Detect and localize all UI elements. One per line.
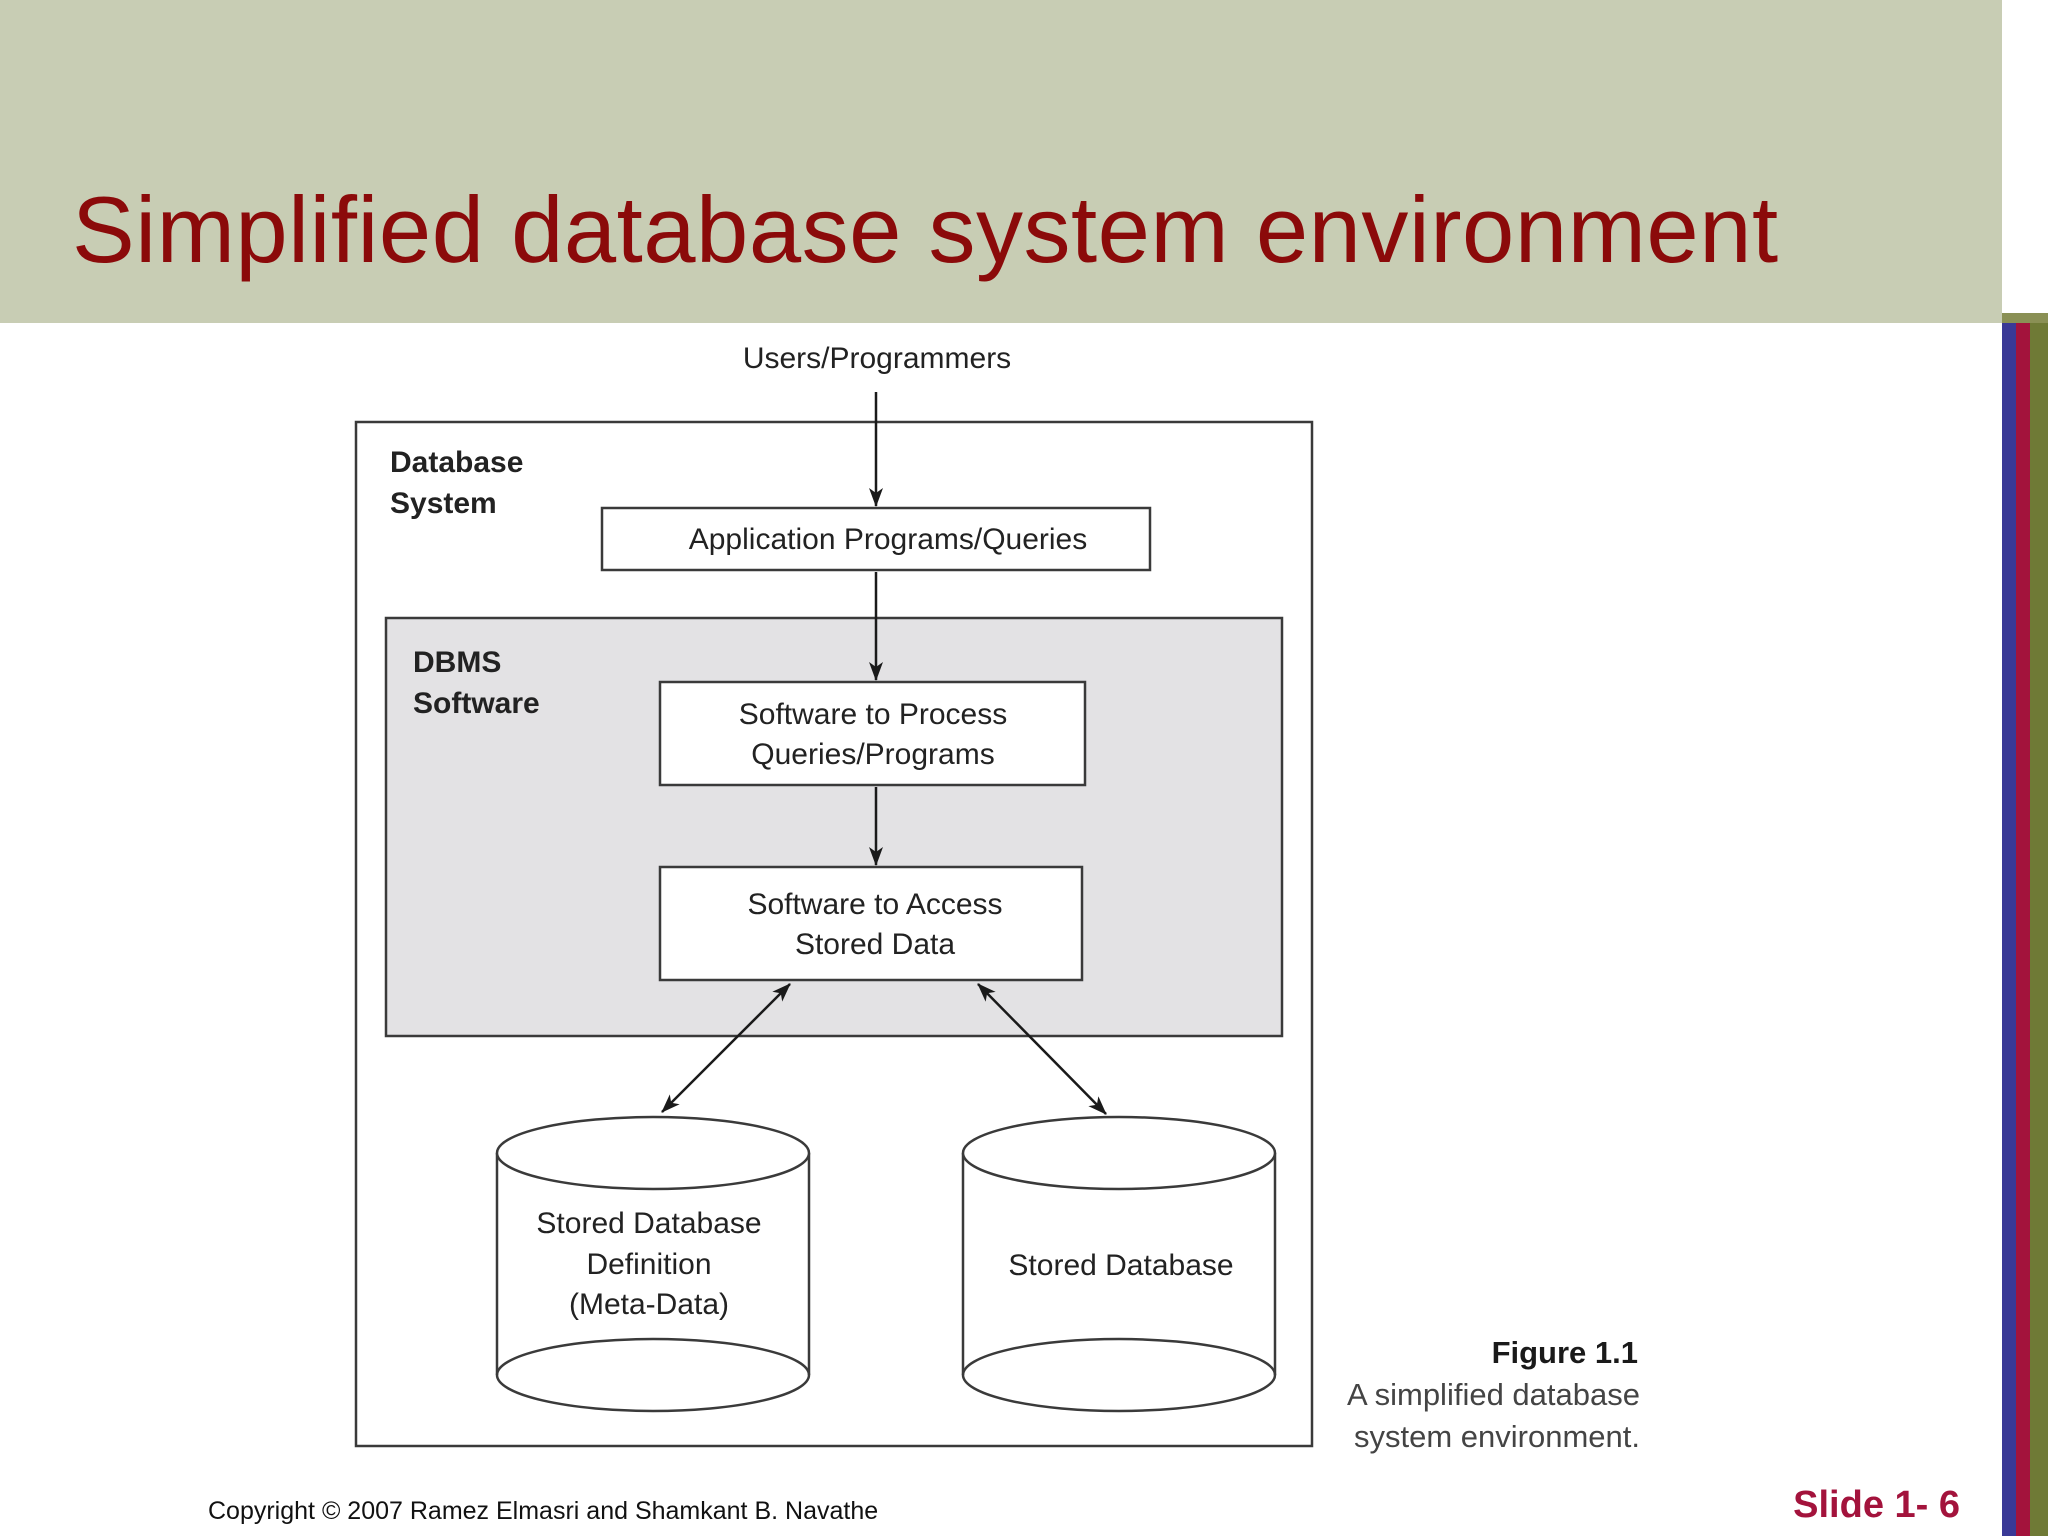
metadata-label-line3: (Meta-Data)	[569, 1288, 729, 1321]
database-system-label-line2: System	[390, 487, 497, 520]
stripe-blue	[2002, 323, 2016, 1536]
figure-caption-text: A simplified database system environment…	[1300, 1374, 1640, 1458]
process-queries-box	[658, 680, 1087, 787]
access-data-label-line1: Software to Access	[747, 888, 1002, 921]
arrow-access-metadata	[661, 983, 791, 1113]
stripe-olive	[2030, 323, 2048, 1536]
dbms-software-label-line1: DBMS	[413, 646, 501, 679]
application-programs-label: Application Programs/Queries	[689, 523, 1088, 556]
access-data-box	[658, 865, 1084, 982]
slide-number: Slide 1- 6	[1793, 1484, 1960, 1526]
application-programs-box	[600, 506, 1152, 572]
process-queries-label-line1: Software to Process	[739, 698, 1007, 731]
dbms-software-label-line2: Software	[413, 687, 540, 720]
users-programmers-label: Users/Programmers	[743, 342, 1011, 375]
access-data-label-line2: Stored Data	[795, 928, 955, 961]
metadata-cylinder	[495, 1115, 811, 1413]
figure-caption-line1: A simplified database	[1347, 1377, 1640, 1412]
stripe-red	[2016, 323, 2030, 1536]
slide-title: Simplified database system environment	[72, 177, 1779, 282]
stripe-top-accent	[2002, 313, 2048, 323]
metadata-label-line1: Stored Database	[536, 1207, 761, 1240]
metadata-label-line2: Definition	[586, 1248, 711, 1281]
process-queries-label-line2: Queries/Programs	[751, 738, 994, 771]
arrow-access-stored-database	[977, 983, 1107, 1115]
stored-database-label: Stored Database	[1008, 1249, 1233, 1282]
figure-caption-line2: system environment.	[1354, 1419, 1640, 1454]
database-system-label-line1: Database	[390, 446, 523, 479]
header-band	[0, 0, 2002, 323]
copyright-notice: Copyright © 2007 Ramez Elmasri and Shamk…	[208, 1497, 879, 1525]
stored-database-cylinder	[961, 1115, 1277, 1413]
figure-caption-title: Figure 1.1	[1491, 1335, 1638, 1370]
